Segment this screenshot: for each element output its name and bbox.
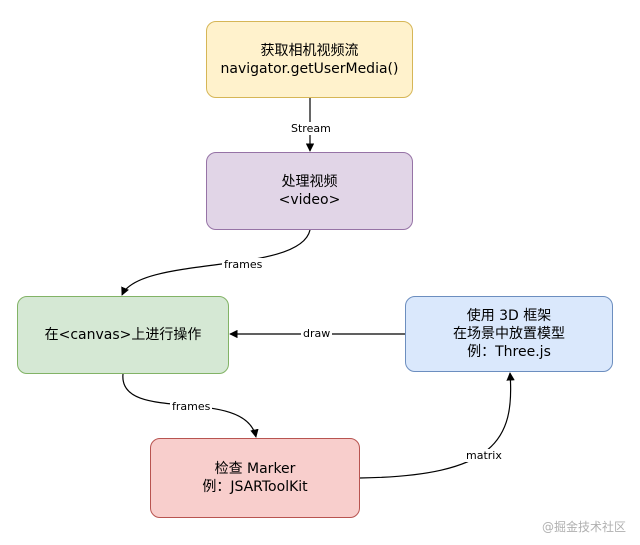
edge-label-frames-to-canvas: frames — [222, 258, 265, 271]
node-three-desc: 在场景中放置模型 — [453, 326, 565, 342]
node-marker-title: 检查 Marker — [214, 461, 296, 477]
edge-frames-to-canvas — [121, 229, 311, 296]
edge-label-frames-to-marker: frames — [170, 400, 213, 413]
node-video-title: 处理视频 — [281, 174, 338, 190]
node-canvas-operations: 在<canvas>上进行操作 — [17, 296, 229, 374]
node-three-title: 使用 3D 框架 — [466, 308, 552, 324]
node-get-camera-stream: 获取相机视频流 navigator.getUserMedia() — [206, 21, 413, 98]
node-canvas-title: 在<canvas>上进行操作 — [44, 327, 202, 343]
node-video-tag: <video> — [278, 192, 341, 208]
node-three-example: 例：Three.js — [467, 344, 551, 360]
edge-matrix — [359, 372, 515, 479]
node-source-api: navigator.getUserMedia() — [220, 60, 399, 77]
node-marker-example: 例：JSARToolKit — [202, 479, 308, 495]
edge-label-matrix: matrix — [464, 449, 504, 462]
edge-label-stream: Stream — [289, 122, 333, 135]
node-process-video: 处理视频 <video> — [206, 152, 413, 230]
node-3d-framework: 使用 3D 框架 在场景中放置模型 例：Three.js — [405, 296, 613, 372]
node-source-title: 获取相机视频流 — [260, 42, 359, 59]
edge-label-draw: draw — [301, 327, 333, 340]
watermark: @掘金技术社区 — [541, 520, 626, 534]
node-detect-marker: 检查 Marker 例：JSARToolKit — [150, 438, 360, 518]
